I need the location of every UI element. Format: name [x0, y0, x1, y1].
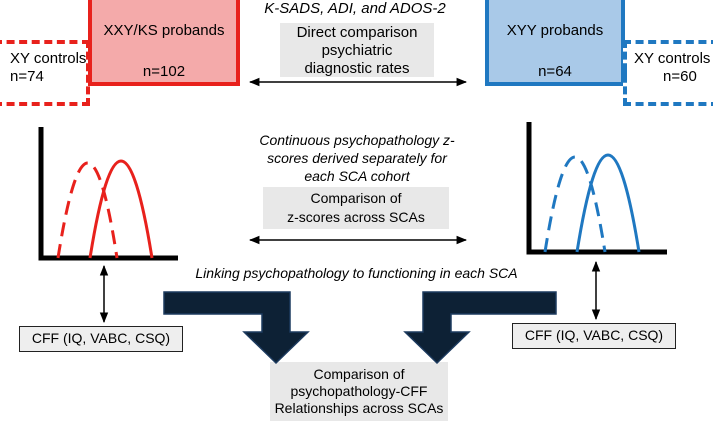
zscore-line3: each SCA cohort — [304, 168, 410, 184]
left-distribution-plot — [38, 127, 178, 261]
bottom-comparison-line3: Relationships across SCAs — [274, 400, 444, 416]
xy-controls-right-box: XY controls n=60 — [623, 40, 713, 106]
linking-label: Linking psychopathology to functioning i… — [195, 265, 518, 281]
right-plot-axes — [526, 122, 667, 255]
right-solid-curve — [575, 153, 641, 253]
xy-controls-right-label: XY controls — [634, 50, 711, 67]
direct-comparison-line3: diagnostic rates — [304, 60, 410, 77]
right-distribution-plot — [526, 122, 667, 255]
left-plot-axes — [38, 127, 178, 261]
cff-right-box: CFF (IQ, VABC, CSQ) — [512, 323, 676, 349]
zscore-comparison-line2: z-scores across SCAs — [287, 209, 425, 225]
right-dashed-curve — [543, 155, 607, 253]
xy-controls-right-n: n=60 — [663, 68, 697, 85]
xy-controls-left-label: XY controls — [10, 50, 87, 67]
xyy-probands-label: XYY probands — [506, 22, 604, 39]
xy-controls-left-box: XY controls n=74 — [0, 40, 90, 106]
left-solid-curve — [88, 159, 154, 259]
zscore-line2: scores derived separately for — [267, 150, 447, 166]
direct-comparison-line2: psychiatric — [321, 42, 393, 59]
bottom-comparison-line1: Comparison of — [313, 366, 405, 382]
xyy-probands-n: n=64 — [538, 63, 572, 80]
direct-comparison-line1: Direct comparison — [296, 24, 418, 41]
cff-left-box: CFF (IQ, VABC, CSQ) — [19, 326, 183, 352]
xyy-probands-box: XYY probands n=64 — [485, 0, 625, 86]
bottom-comparison-box: Comparison of psychopathology-CFF Relati… — [270, 362, 448, 421]
left-dashed-curve — [56, 161, 119, 259]
xxy-ks-probands-box: XXY/KS probands n=102 — [88, 0, 240, 86]
right-curved-arrow — [403, 291, 557, 365]
instruments-label: K-SADS, ADI, and ADOS-2 — [264, 0, 446, 17]
xy-controls-left-n: n=74 — [10, 68, 44, 85]
xxy-ks-probands-label: XXY/KS probands — [103, 22, 225, 39]
zscore-comparison-box: Comparison of z-scores across SCAs — [263, 187, 449, 229]
direct-comparison-box: Direct comparison psychiatric diagnostic… — [280, 23, 434, 77]
zscore-description: Continuous psychopathology z- scores der… — [245, 131, 469, 185]
xxy-ks-probands-n: n=102 — [142, 63, 186, 80]
zscore-comparison-line1: Comparison of — [310, 190, 402, 206]
left-curved-arrow — [163, 291, 310, 365]
bottom-comparison-line2: psychopathology-CFF — [290, 383, 428, 399]
zscore-line1: Continuous psychopathology z- — [259, 132, 455, 148]
